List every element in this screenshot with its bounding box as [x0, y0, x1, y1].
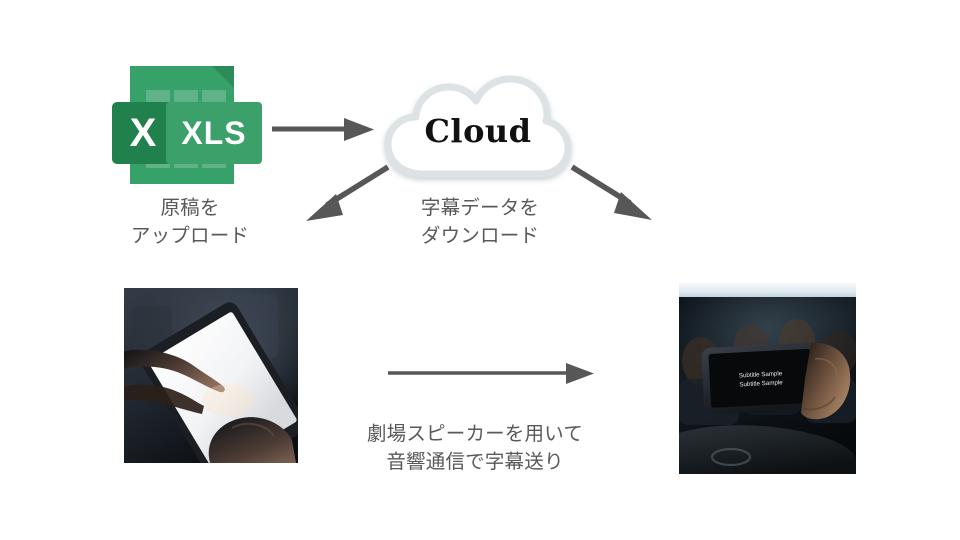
phone-subtitle-line1: Subtitle Sample: [739, 370, 783, 379]
photo-hands-using-tablet: [124, 288, 298, 463]
cloud-shape: [384, 75, 572, 178]
arrow-excel-to-cloud: [272, 118, 374, 141]
cloud-icon: Cloud: [378, 66, 578, 186]
phone-subtitle-line2: Subtitle Sample: [739, 379, 783, 388]
xls-extension-tag: XLS: [166, 102, 262, 164]
arrow-cloud-to-theater: [570, 164, 652, 220]
page-fold-corner: [212, 66, 234, 88]
caption-upload: 原稿を アップロード: [130, 196, 250, 248]
photo-smartphone-in-theater: Subtitle Sample Subtitle Sample: [679, 283, 856, 474]
excel-xls-file-icon: X XLS: [112, 66, 262, 184]
theater-photo-art: Subtitle Sample Subtitle Sample: [679, 283, 856, 474]
excel-x-badge: X: [112, 102, 174, 164]
caption-acoustic-transmission: 劇場スピーカーを用いて 音響通信で字幕送り: [366, 422, 584, 474]
caption-download: 字幕データを ダウンロード: [420, 196, 540, 248]
arrow-cloud-to-tablet: [306, 164, 390, 221]
tablet-photo-art: [124, 288, 298, 463]
cloud-label: Cloud: [424, 112, 532, 150]
arrow-tablet-to-theater: [388, 363, 594, 384]
